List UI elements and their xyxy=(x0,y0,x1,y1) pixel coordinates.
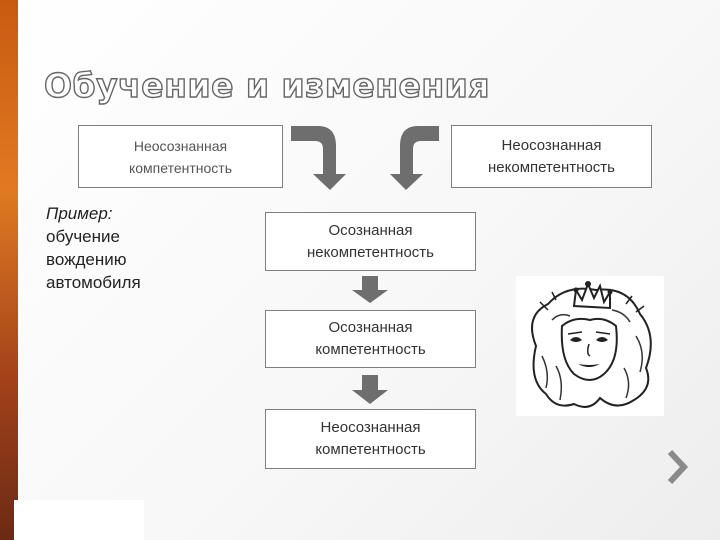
example-label: Пример: xyxy=(46,204,113,223)
box-label: Осознанная компетентность xyxy=(315,319,426,358)
chevron-right-icon[interactable] xyxy=(664,446,692,488)
box-label: Неосознанная компетентность xyxy=(128,137,232,176)
box-unconscious-competence-top: Неосознанная компетентность xyxy=(78,125,283,188)
example-line: вождению xyxy=(46,250,127,269)
curved-arrow-right-icon xyxy=(390,126,439,190)
box-unconscious-incompetence: Неосознанная некомпетентность xyxy=(451,125,652,188)
bottom-left-panel xyxy=(14,500,144,540)
page-title: Обучение и изменения xyxy=(43,65,490,105)
down-arrow-icon xyxy=(352,375,388,404)
example-text: Пример: обучение вождению автомобиля xyxy=(46,202,141,294)
box-conscious-incompetence: Осознанная некомпетентность xyxy=(265,212,476,271)
box-conscious-competence: Осознанная компетентность xyxy=(265,310,476,368)
box-label: Осознанная некомпетентность xyxy=(307,221,434,261)
box-label: Неосознанная компетентность xyxy=(315,419,426,458)
box-unconscious-competence-bottom: Неосознанная компетентность xyxy=(265,409,476,469)
example-line: автомобиля xyxy=(46,273,141,292)
down-arrow-icon xyxy=(352,276,388,303)
woman-with-crown-image xyxy=(516,276,664,416)
box-label: Неосознанная некомпетентность xyxy=(488,136,615,176)
accent-side-bar xyxy=(0,0,18,540)
example-line: обучение xyxy=(46,227,120,246)
curved-arrow-left-icon xyxy=(291,126,346,190)
